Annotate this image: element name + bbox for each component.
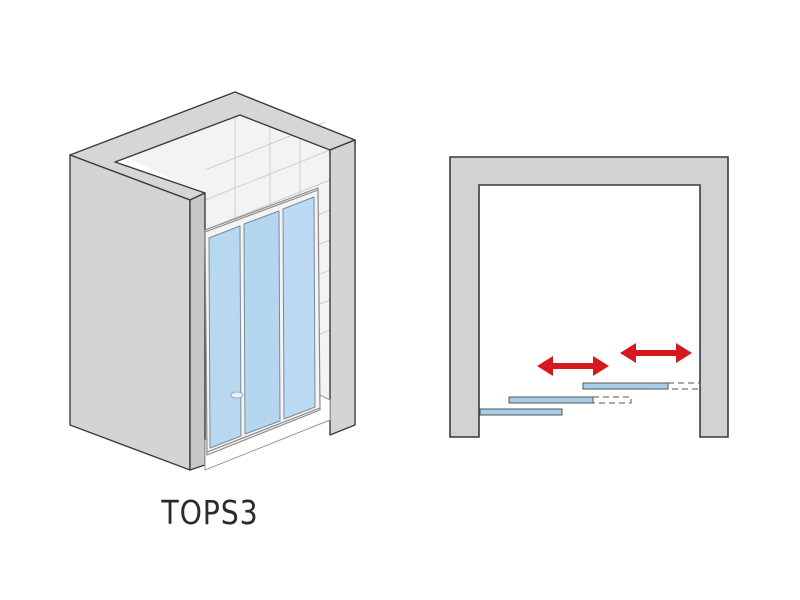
right-wall-front [329,139,356,436]
left-wall-edge [189,192,206,471]
sliding-panel-3 [582,382,669,390]
slide-arrow-right [620,343,692,363]
slide-arrow-left [537,356,609,376]
panel-2-dashed-extension [592,396,632,404]
drain [230,391,244,399]
glass-panel-left [208,225,242,449]
model-name-label: TOPS3 [161,493,259,532]
sliding-panel-2 [508,396,594,404]
panel-3-dashed-extension [667,382,701,390]
plan-walls [449,156,729,438]
top-rail [204,189,319,233]
glass-panel-right [282,196,316,420]
glass-panel-middle [243,210,281,435]
glass-panels [208,196,316,449]
isometric-shower-view [69,91,356,471]
sliding-panel-1 [479,408,563,416]
left-wall-front [69,154,191,471]
bottom-rail [206,407,321,453]
plan-view [449,156,729,438]
